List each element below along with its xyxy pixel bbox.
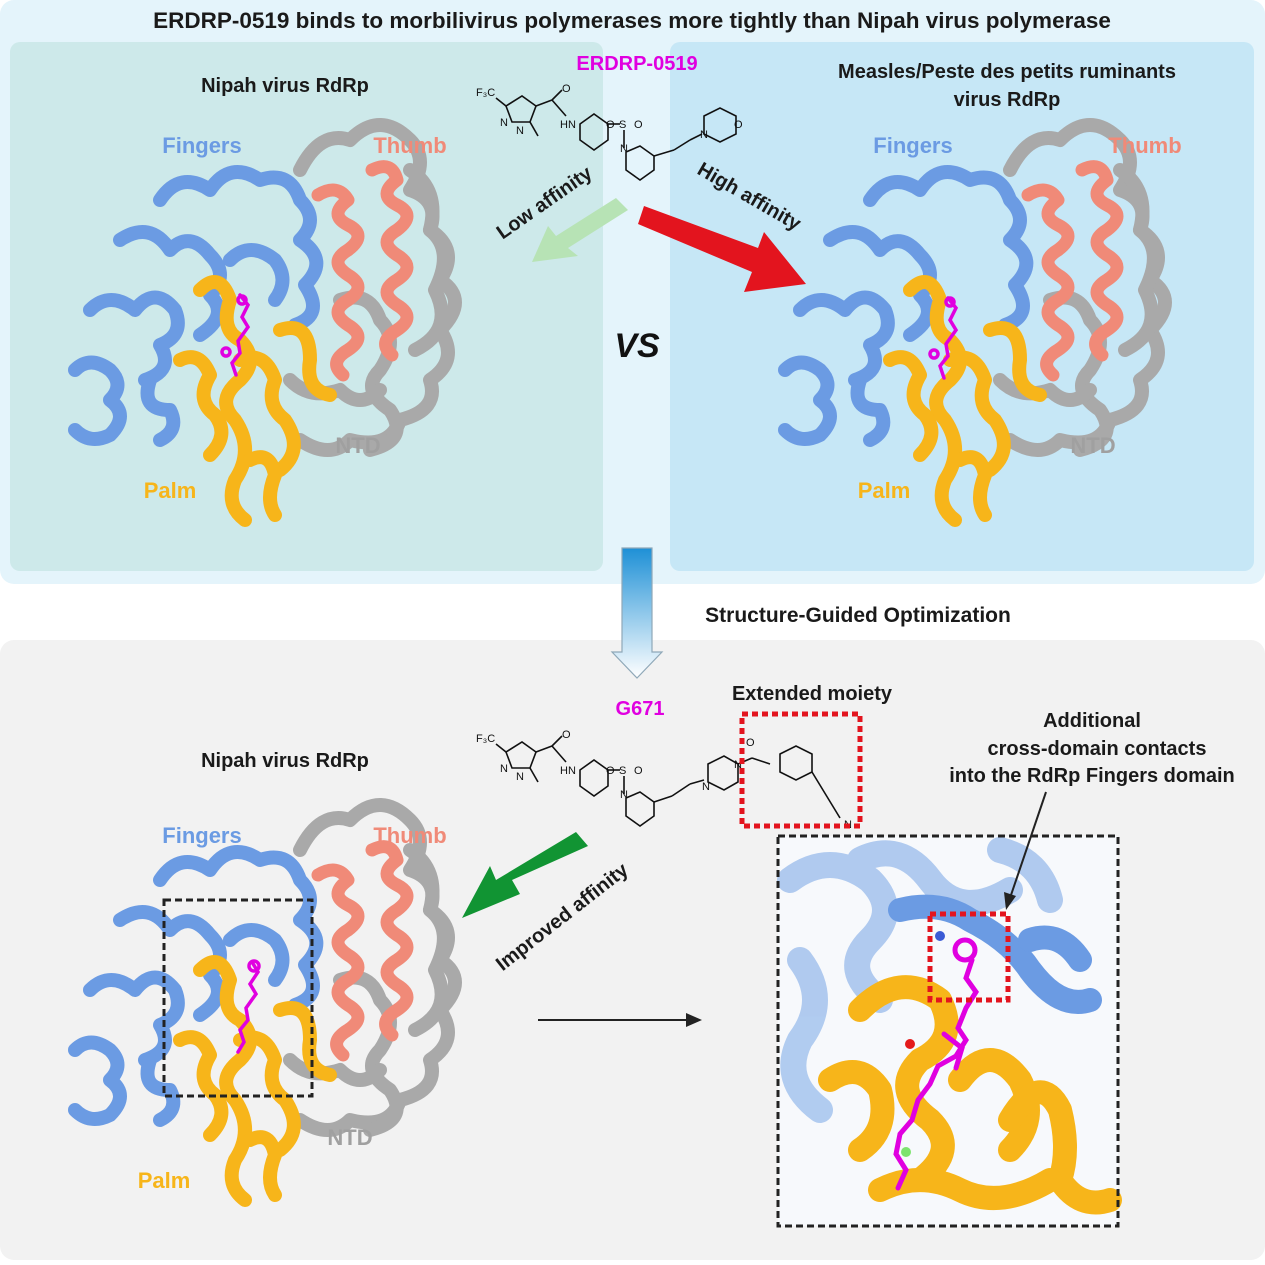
- high-affinity-arrow: [638, 206, 806, 292]
- erdrp-cf3-label: F₃C: [476, 87, 495, 99]
- erdrp-0519-atom-labels: F₃C N N O HN S O O N N O: [476, 83, 743, 155]
- versus-label: VS: [614, 327, 660, 365]
- zoom-oxygen-atom: [905, 1039, 915, 1049]
- erdrp-so-left-label: O: [606, 119, 615, 131]
- g671-n2-label: N: [516, 771, 524, 783]
- g671-piperidine-n-label: N: [620, 789, 628, 801]
- improved-affinity-arrow: [462, 832, 588, 918]
- optimization-label: Structure-Guided Optimization: [705, 604, 1011, 627]
- top-right-palm-label: Palm: [858, 478, 911, 503]
- annotation-pointer-line: [1009, 791, 1047, 899]
- g671-piperazine-n1-label: N: [702, 781, 710, 793]
- erdrp-hn-label: HN: [560, 119, 576, 131]
- top-left-palm-label: Palm: [144, 478, 197, 503]
- annotation-pointer-arrowhead: [1004, 892, 1016, 910]
- zoom-nitrogen-atom: [935, 931, 945, 941]
- annotation-line2: cross-domain contacts: [988, 738, 1207, 760]
- g671-chemical-structure: [495, 735, 841, 827]
- bottom-ntd-label: NTD: [327, 1125, 372, 1150]
- top-left-ntd-label: NTD: [335, 433, 380, 458]
- g671-n1-label: N: [500, 763, 508, 775]
- figure-title: ERDRP-0519 binds to morbilivirus polymer…: [153, 8, 1111, 33]
- top-left-fingers-label: Fingers: [162, 133, 241, 158]
- g671-cf3-label: F₃C: [476, 733, 495, 745]
- erdrp-morpholine-o-label: O: [734, 119, 743, 131]
- morbillivirus-rdrp-structure: [778, 118, 1172, 527]
- erdrp-n2-label: N: [516, 125, 524, 137]
- erdrp-carbonyl-o-label: O: [562, 83, 571, 95]
- bottom-fingers-label: Fingers: [162, 823, 241, 848]
- top-right-panel-title-line1: Measles/Peste des petits ruminants: [838, 61, 1176, 83]
- erdrp-s-label: S: [619, 119, 626, 131]
- extended-moiety-label: Extended moiety: [732, 683, 893, 705]
- g671-name: G671: [616, 698, 665, 720]
- erdrp-0519-chemical-structure: [495, 89, 737, 181]
- top-left-thumb-label: Thumb: [373, 133, 446, 158]
- annotation-line3: into the RdRp Fingers domain: [949, 765, 1235, 787]
- erdrp-so-right-label: O: [634, 119, 643, 131]
- zoom-inset: [776, 834, 1122, 1228]
- optimization-arrow: [610, 547, 664, 679]
- zoom-region-box: [162, 898, 314, 1098]
- zoom-inset-border: [776, 834, 1120, 1228]
- g671-so-left-label: O: [606, 765, 615, 777]
- g671-ketone-o-label: O: [746, 737, 755, 749]
- annotation-line1: Additional: [1043, 710, 1141, 732]
- erdrp-n1-label: N: [500, 117, 508, 129]
- top-left-panel-title: Nipah virus RdRp: [201, 75, 369, 97]
- erdrp-0519-name: ERDRP-0519: [576, 53, 697, 75]
- g671-s-label: S: [619, 765, 626, 777]
- nipah-rdrp-structure-top: [68, 118, 462, 527]
- zoom-fluorine-atom: [901, 1147, 911, 1157]
- erdrp-piperidine-n-label: N: [620, 143, 628, 155]
- extended-moiety-highlight-box: [739, 711, 863, 829]
- top-right-thumb-label: Thumb: [1108, 133, 1181, 158]
- top-right-panel-title-line2: virus RdRp: [954, 89, 1061, 111]
- erdrp-morpholine-n-label: N: [700, 129, 708, 141]
- bottom-left-panel-title: Nipah virus RdRp: [201, 750, 369, 772]
- bottom-palm-label: Palm: [138, 1168, 191, 1193]
- g671-hn-label: HN: [560, 765, 576, 777]
- g671-carbonyl-o-label: O: [562, 729, 571, 741]
- g671-piperazine-n2-label: N: [734, 759, 742, 771]
- top-right-ntd-label: NTD: [1070, 433, 1115, 458]
- low-affinity-arrow: [532, 198, 628, 262]
- bottom-thumb-label: Thumb: [373, 823, 446, 848]
- cross-domain-contact-box: [927, 911, 1011, 1003]
- zoom-connector-arrowhead: [686, 1013, 702, 1027]
- nipah-rdrp-structure-bottom: [68, 798, 462, 1207]
- g671-so-right-label: O: [634, 765, 643, 777]
- top-right-fingers-label: Fingers: [873, 133, 952, 158]
